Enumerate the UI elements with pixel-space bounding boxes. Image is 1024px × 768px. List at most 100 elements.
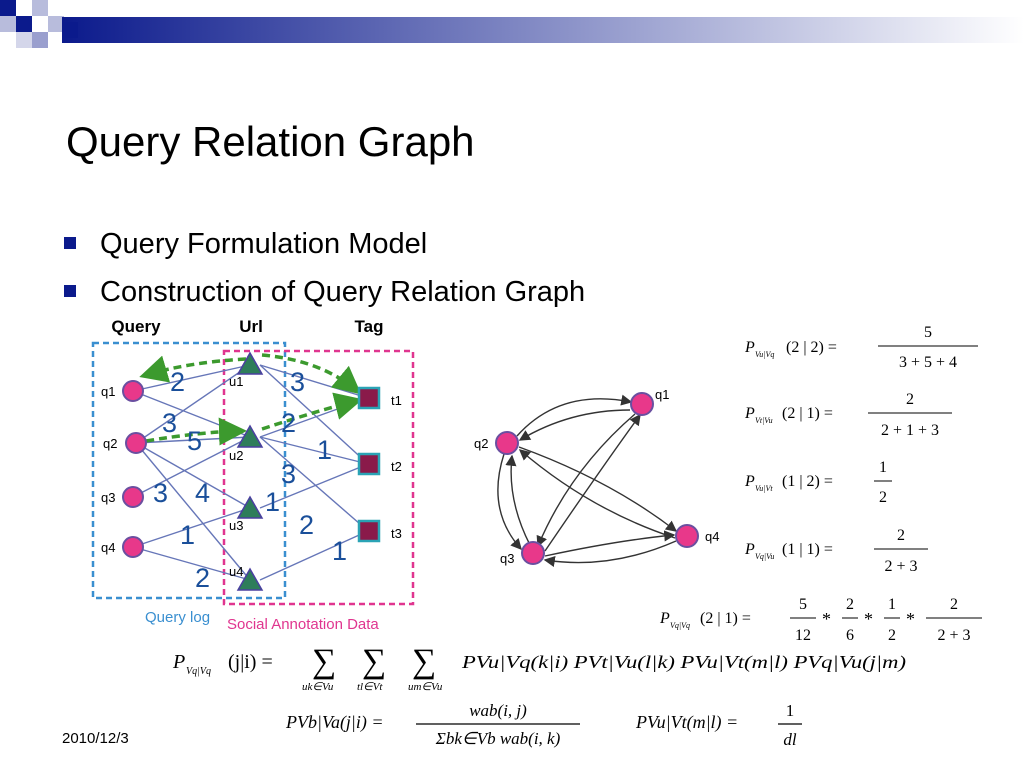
query-node-label: q2 <box>103 436 117 451</box>
prob-denominator: 2 <box>879 489 887 506</box>
relation-node <box>675 524 699 548</box>
query-log-label: Query log <box>145 609 210 626</box>
edge-weight: 3 <box>153 478 168 508</box>
bullet-item: Construction of Query Relation Graph <box>62 268 585 316</box>
edge-weight: 2 <box>195 563 210 593</box>
sum-symbol: ∑ <box>362 643 386 680</box>
formula-numerator: 1 <box>786 701 795 720</box>
prob-args: (2 | 1) = <box>700 610 751 627</box>
social-annotation-label: Social Annotation Data <box>227 616 379 633</box>
prob-subscript: Vu|Vq <box>755 350 774 359</box>
tag-node <box>357 386 381 410</box>
header-url: Url <box>239 317 263 336</box>
prob-subscript: Vq|Vu <box>755 552 774 561</box>
prob-symbol: P <box>659 610 670 627</box>
query-node-label: q4 <box>101 540 115 555</box>
url-node <box>236 567 264 591</box>
formula-denominator: dl <box>783 730 797 749</box>
edge-weight: 2 <box>281 408 296 438</box>
tag-node <box>357 519 381 543</box>
formula-lhs: PVb|Va(j|i) = <box>285 712 384 733</box>
walk-arrow <box>261 392 363 431</box>
relation-node-label: q3 <box>500 551 514 566</box>
edge-weight: 2 <box>170 367 185 397</box>
tag-node <box>357 452 381 476</box>
edge-weight: 5 <box>187 426 202 456</box>
bipartite-formula: PVb|Va(j|i) = wab(i, j) Σbk∈Vb wab(i, k) <box>285 701 580 748</box>
prob-numerator: 1 <box>888 596 896 613</box>
bullet-list: Query Formulation Model Construction of … <box>62 220 585 316</box>
relation-node <box>495 431 519 455</box>
query-node-label: q3 <box>101 490 115 505</box>
edge-weight: 3 <box>162 408 177 438</box>
prob-numerator: 2 <box>906 391 914 408</box>
formula-numerator: wab(i, j) <box>469 701 527 720</box>
prob-denominator: 2 + 3 <box>884 558 917 575</box>
edge-weight: 3 <box>281 459 296 489</box>
formula-terms: PVu|Vq(k|i) PVt|Vu(l|k) PVu|Vt(m|l) PVq|… <box>461 652 906 673</box>
relation-node-label: q2 <box>474 436 488 451</box>
prob-denominator: 3 + 5 + 4 <box>899 354 957 371</box>
relation-node <box>630 392 654 416</box>
relation-node-label: q1 <box>655 387 669 402</box>
prob-args: (1 | 1) = <box>782 541 833 558</box>
query-node <box>122 380 144 402</box>
formula-denominator: Σbk∈Vb wab(i, k) <box>435 729 561 748</box>
prob-args: (2 | 1) = <box>782 405 833 422</box>
edge-weight: 1 <box>265 487 280 517</box>
prob-args: (2 | 2) = <box>786 339 837 356</box>
url-node <box>236 424 264 448</box>
prob-numerator: 2 <box>897 527 905 544</box>
slide-title: Query Relation Graph <box>66 118 475 165</box>
prob-denominator: 6 <box>846 627 854 644</box>
sum-index: tl∈Vt <box>357 681 383 693</box>
prob-numerator: 2 <box>950 596 958 613</box>
prob-numerator: 5 <box>799 596 807 613</box>
url-node <box>236 351 264 375</box>
prob-denominator: 2 <box>888 627 896 644</box>
header-decoration <box>0 0 1024 48</box>
bullet-text: Construction of Query Relation Graph <box>100 276 586 308</box>
prob-symbol: P <box>744 473 755 490</box>
prob-symbol: P <box>744 405 755 422</box>
bullet-text: Query Formulation Model <box>100 228 428 260</box>
relation-graph-edges <box>497 394 678 568</box>
formula-subscript: Vq|Vq <box>186 666 211 677</box>
prob-denominator: 12 <box>795 627 811 644</box>
prob-subscript: Vt|Vu <box>755 416 773 425</box>
sum-index: um∈Vu <box>408 681 443 693</box>
query-node <box>122 536 144 558</box>
relation-node-label: q4 <box>705 529 719 544</box>
tag-node-label: t1 <box>391 393 402 408</box>
bullet-item: Query Formulation Model <box>62 220 585 268</box>
sum-index: uk∈Vu <box>302 681 334 693</box>
prob-args: (1 | 2) = <box>782 473 833 490</box>
query-node <box>122 486 144 508</box>
url-node <box>236 495 264 519</box>
header-tag: Tag <box>355 317 384 336</box>
url-tag-formula: PVu|Vt(m|l) = 1 dl <box>635 701 802 749</box>
social-annotation-box <box>222 349 415 606</box>
prob-numerator: 2 <box>846 596 854 613</box>
bullet-square-icon <box>64 285 76 297</box>
edge-weight: 1 <box>317 435 332 465</box>
walk-arrow <box>261 353 362 395</box>
prob-denominator: 2 + 3 <box>937 627 970 644</box>
probability-equations: P Vu|Vq (2 | 2) = 5 3 + 5 + 4 P Vt|Vu (2… <box>659 324 982 644</box>
query-node <box>125 432 147 454</box>
formula-lhs: PVu|Vt(m|l) = <box>635 712 738 733</box>
query-log-box <box>91 341 287 600</box>
prob-symbol: P <box>744 541 755 558</box>
tag-node-label: t3 <box>391 526 402 541</box>
edge-weight: 3 <box>290 367 305 397</box>
prob-subscript: Vq|Vq <box>670 621 690 630</box>
url-node-label: u1 <box>229 374 243 389</box>
prob-denominator: 2 + 1 + 3 <box>881 422 939 439</box>
walk-arrow <box>139 355 247 383</box>
query-node-label: q1 <box>101 384 115 399</box>
footer-date: 2010/12/3 <box>62 730 129 747</box>
formula-symbol: P <box>172 651 185 673</box>
edge-weight: 4 <box>195 478 210 508</box>
url-node-label: u2 <box>229 448 243 463</box>
